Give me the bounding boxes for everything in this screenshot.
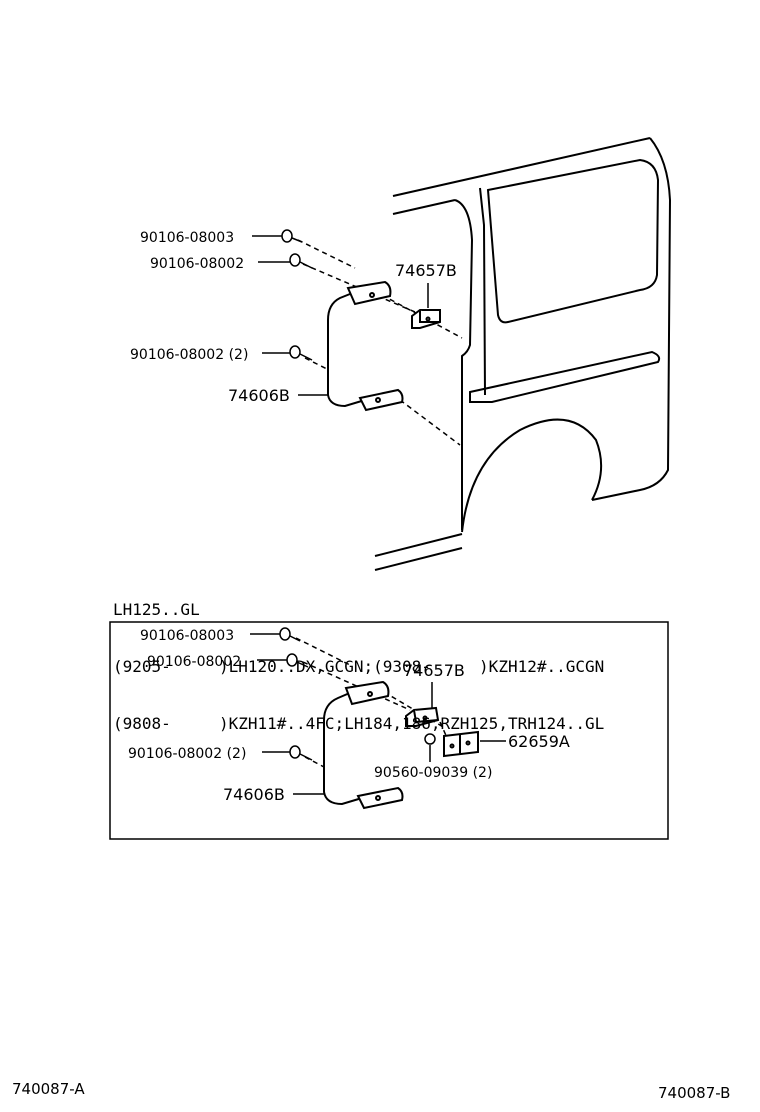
figure-code-left: 740087-A bbox=[12, 1080, 85, 1098]
figure-code-right: 740087-B bbox=[658, 1084, 731, 1102]
label-a-bolt-1: 90106-08003 bbox=[140, 230, 234, 246]
label-b-nut: 90560-09039 (2) bbox=[374, 765, 492, 781]
diagram-b bbox=[109, 621, 669, 840]
assist-grip-icon bbox=[327, 280, 404, 412]
striker-icon bbox=[411, 309, 441, 329]
label-b-bolt-3: 90106-08002 (2) bbox=[128, 746, 246, 762]
plate-icon bbox=[443, 730, 479, 758]
note-line-1: LH125..GL bbox=[113, 600, 200, 619]
diagram-a bbox=[252, 229, 463, 446]
note-line-3: (9808- )KZH11#..4FC;LH184,186,RZH125,TRH… bbox=[113, 714, 605, 733]
label-b-striker: 74657B bbox=[403, 661, 465, 680]
nut-icon bbox=[424, 733, 436, 745]
diagram-b-frame bbox=[109, 621, 669, 840]
vehicle-rear-quarter bbox=[374, 137, 672, 571]
bolt-icon bbox=[281, 229, 313, 361]
label-a-grip: 74606B bbox=[228, 386, 290, 405]
striker-icon bbox=[405, 706, 440, 727]
label-b-bolt-2: 90106-08002 bbox=[147, 654, 241, 670]
bolt-icon bbox=[279, 627, 313, 761]
label-a-bolt-2: 90106-08002 bbox=[150, 256, 244, 272]
applicability-notes: LH125..GL (9205- )LH120..DX,GCGN;(9308- … bbox=[113, 562, 604, 752]
label-a-striker: 74657B bbox=[395, 261, 457, 280]
label-a-bolt-3: 90106-08002 (2) bbox=[130, 347, 248, 363]
label-b-grip: 74606B bbox=[223, 785, 285, 804]
assist-grip-icon bbox=[323, 680, 404, 810]
label-b-bolt-1: 90106-08003 bbox=[140, 628, 234, 644]
note-line-2: (9205- )LH120..DX,GCGN;(9308- )KZH12#..G… bbox=[113, 657, 605, 676]
label-b-plate: 62659A bbox=[508, 732, 570, 751]
